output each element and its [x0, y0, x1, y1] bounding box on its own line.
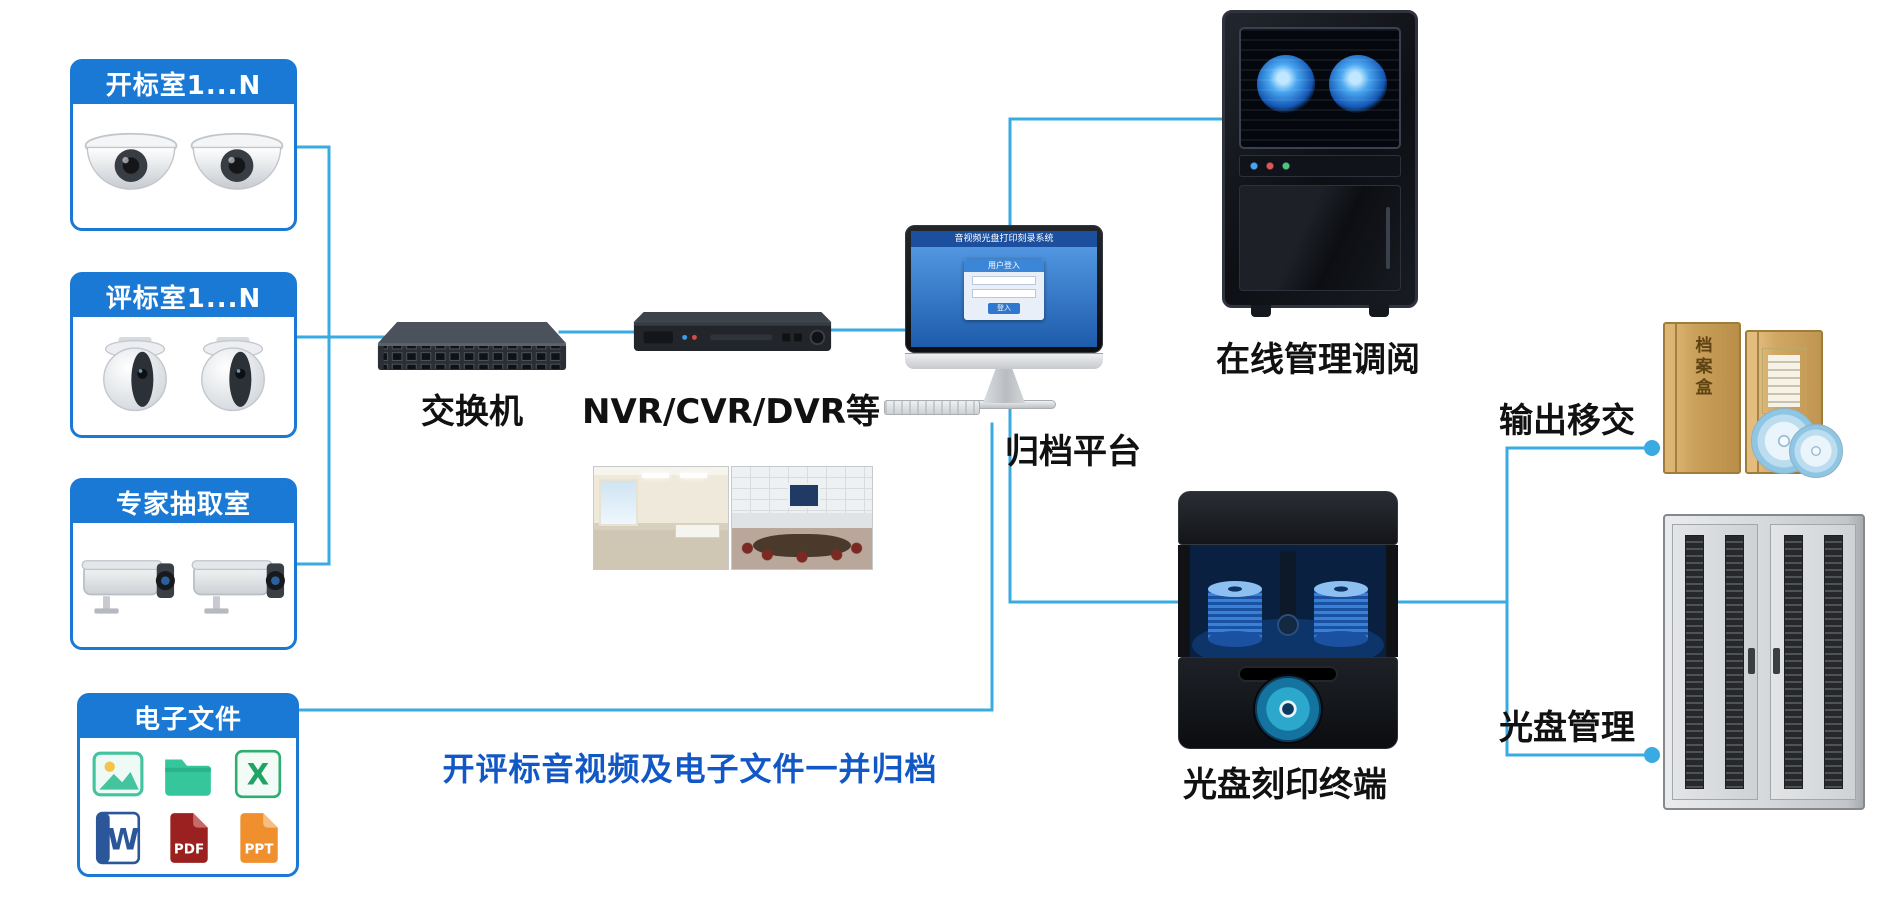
- burner-lid: [1178, 491, 1398, 545]
- group-bid-opening-rooms-title: 开标室1...N: [73, 62, 294, 104]
- cd-disc-icon: [1789, 424, 1843, 478]
- glowing-disc-stack: [1329, 55, 1387, 113]
- wire-burner-outputs: [1391, 446, 1652, 757]
- pdf-letters: PDF: [174, 842, 204, 858]
- group-bid-opening-rooms: 开标室1...N: [70, 59, 297, 231]
- vent-panel: [1685, 535, 1704, 789]
- platform-label: 归档平台: [1005, 432, 1141, 472]
- box-spine: [1675, 324, 1677, 472]
- login-title: 用户登入: [964, 259, 1044, 272]
- bullet-camera-icon: [191, 560, 285, 614]
- excel-file-icon: X: [234, 749, 282, 799]
- group-bid-opening-rooms-body: [73, 104, 294, 228]
- online-review-label: 在线管理调阅: [1216, 340, 1420, 380]
- word-letter: W: [107, 822, 139, 856]
- group-bid-evaluation-rooms: 评标室1...N: [70, 272, 297, 438]
- vent-panel: [1784, 535, 1803, 789]
- screen-title: 音视频光盘打印刻录系统: [911, 231, 1097, 247]
- ptz-dome-camera-icon: [200, 336, 265, 411]
- cabinet-door-left: [1672, 524, 1758, 800]
- wire-cameras-bus: [294, 145, 472, 566]
- burner-window: [1178, 545, 1398, 657]
- group-expert-selection-room: 专家抽取室: [70, 478, 297, 650]
- monitor-bezel: 音视频光盘打印刻录系统 用户登入 登入: [905, 225, 1103, 353]
- login-button: 登入: [988, 303, 1020, 314]
- group-bid-evaluation-rooms-body: [73, 317, 294, 435]
- vent-panel: [1824, 535, 1843, 789]
- keyboard: [884, 400, 980, 415]
- sofa: [675, 524, 720, 539]
- bullet-camera-icon: [81, 560, 175, 614]
- dome-camera-icon: [84, 132, 177, 190]
- nvr-recorder-icon: [633, 312, 832, 352]
- rack-control-panel: [1239, 155, 1401, 177]
- image-file-icon: [92, 751, 144, 797]
- group-expert-selection-room-body: [73, 523, 294, 647]
- chairs: [740, 526, 864, 563]
- online-storage-rack: [1222, 10, 1418, 317]
- disc-management-label: 光盘管理: [1499, 708, 1635, 748]
- wire-endpoint-dot: [1644, 440, 1660, 456]
- login-username-field: [972, 276, 1036, 285]
- pdf-file-icon: PDF: [170, 813, 208, 863]
- rack-door: [1239, 185, 1401, 291]
- vent-panel: [1725, 535, 1744, 789]
- rack-caster: [1251, 305, 1271, 317]
- rack-disc-window: [1239, 27, 1401, 149]
- disc-terminal-label: 光盘刻印终端: [1183, 765, 1387, 805]
- dome-camera-icon: [190, 132, 283, 190]
- box-paper-label: [1762, 348, 1806, 414]
- glowing-disc-stack: [1257, 55, 1315, 113]
- burner-base: [1178, 657, 1398, 749]
- group-electronic-files-title: 电子文件: [80, 696, 296, 738]
- group-electronic-files-body: X W PDF PPT: [80, 738, 296, 874]
- archive-boxes: 档案盒: [1663, 322, 1845, 480]
- archive-platform-monitor: 音视频光盘打印刻录系统 用户登入 登入: [905, 225, 1103, 409]
- wire-files-platform: [296, 422, 994, 712]
- door-handle: [1748, 648, 1755, 675]
- ppt-file-icon: PPT: [240, 813, 278, 863]
- rack-caster: [1369, 305, 1389, 317]
- burner-interior: [1190, 545, 1386, 657]
- box-spine: [1757, 332, 1759, 472]
- ppt-letters: PPT: [245, 842, 275, 858]
- word-file-icon: W: [95, 811, 141, 865]
- recorder-label: NVR/CVR/DVR等: [582, 392, 880, 432]
- disc-burning-terminal: [1178, 491, 1398, 749]
- folder-icon: [165, 759, 211, 796]
- wire-platform-burner: [1008, 398, 1187, 604]
- room-photo-meeting: [731, 466, 873, 570]
- group-electronic-files: 电子文件 X W PDF: [77, 693, 299, 877]
- archive-box-label: 档案盒: [1691, 336, 1712, 399]
- window: [599, 479, 639, 527]
- monitor-screen: 音视频光盘打印刻录系统 用户登入 登入: [911, 231, 1097, 347]
- monitor-chin: [905, 353, 1103, 369]
- group-bid-evaluation-rooms-title: 评标室1...N: [73, 275, 294, 317]
- group-expert-selection-room-title: 专家抽取室: [73, 481, 294, 523]
- wire-endpoint-dot: [1644, 747, 1660, 763]
- ceiling-light: [642, 473, 670, 479]
- excel-letter: X: [247, 757, 269, 791]
- switch-label: 交换机: [421, 392, 523, 432]
- monitor-stand: [983, 369, 1025, 403]
- room-photo-office: [593, 466, 729, 570]
- disc-storage-cabinet: [1663, 514, 1865, 810]
- output-disc: [1253, 674, 1323, 744]
- login-dialog: 用户登入 登入: [964, 259, 1044, 320]
- wire-platform-rack: [1008, 117, 1224, 262]
- ceiling-light: [679, 473, 707, 479]
- cabinet-door-right: [1770, 524, 1856, 800]
- ptz-dome-camera-icon: [102, 336, 167, 411]
- nvr-recorder: [630, 308, 835, 361]
- network-switch: [376, 316, 568, 380]
- door-handle: [1773, 648, 1780, 675]
- login-password-field: [972, 289, 1036, 298]
- note-text: 开评标音视频及电子文件一并归档: [442, 750, 938, 788]
- projection-screen: [788, 483, 820, 508]
- output-transfer-label: 输出移交: [1499, 401, 1635, 441]
- archive-box: 档案盒: [1663, 322, 1741, 474]
- network-switch-icon: [377, 322, 567, 370]
